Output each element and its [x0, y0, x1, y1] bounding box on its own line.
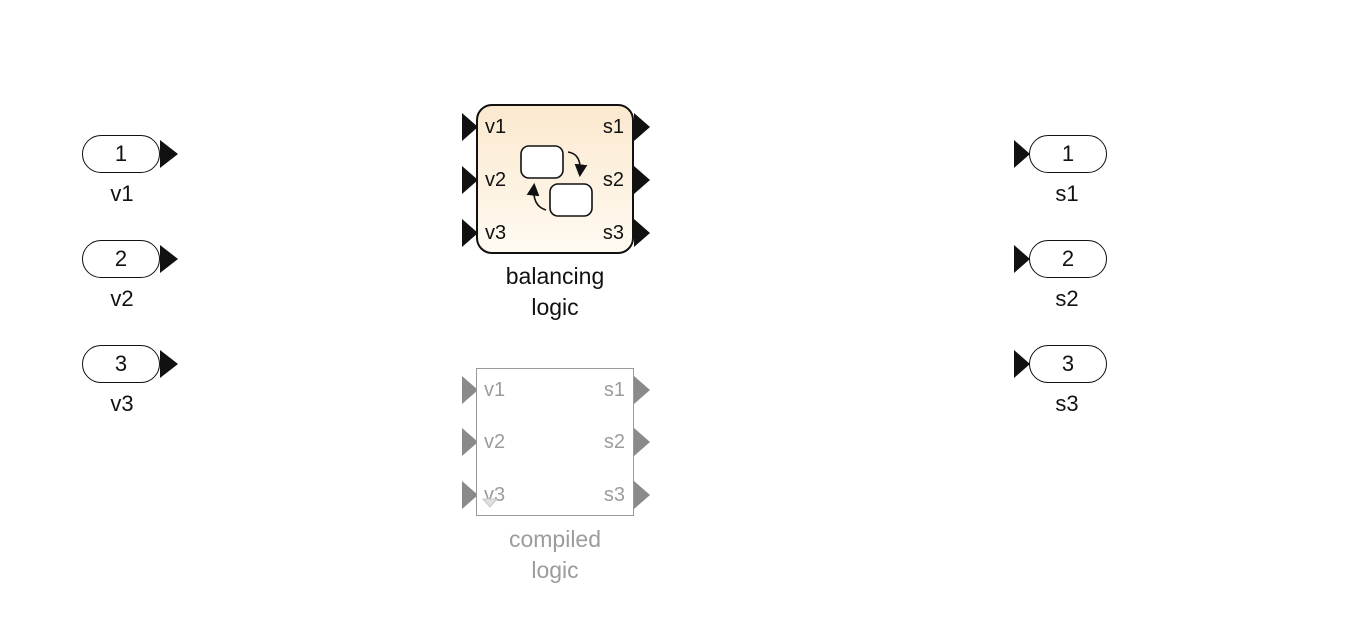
- output-arrow-icon[interactable]: [634, 428, 650, 456]
- caption-line: balancing: [505, 263, 605, 289]
- output-arrow-icon[interactable]: [634, 481, 650, 509]
- outport-label: s1: [1055, 181, 1079, 206]
- outport-number: 3: [1029, 345, 1107, 383]
- output-arrow-icon: [160, 350, 178, 378]
- inport-number: 1: [82, 135, 160, 173]
- outport-number: 1: [1029, 135, 1107, 173]
- input-port-label: v1: [484, 379, 506, 401]
- compiled-logic-block[interactable]: v1 v2 v3 s1 s2 s3: [476, 368, 634, 516]
- input-arrow-icon: [1014, 140, 1030, 168]
- input-arrow-icon: [1014, 350, 1030, 378]
- output-port-label: s1: [602, 116, 624, 138]
- inport-label: v1: [110, 181, 134, 206]
- inport-label: v2: [110, 286, 134, 311]
- output-port-label: s2: [602, 169, 624, 191]
- caption-line: logic: [531, 294, 579, 320]
- output-port-label: s2: [603, 431, 625, 453]
- output-port-label: s3: [602, 222, 624, 244]
- output-arrow-icon[interactable]: [634, 219, 650, 247]
- input-arrow-icon[interactable]: [462, 219, 478, 247]
- input-port-label: v2: [484, 431, 506, 453]
- inport-label: v3: [110, 391, 134, 416]
- block-caption: compiled logic: [455, 524, 655, 586]
- input-port-label: v1: [485, 116, 507, 138]
- input-arrow-icon[interactable]: [462, 481, 478, 509]
- inport-number: 2: [82, 240, 160, 278]
- balancing-logic-block[interactable]: v1 v2 v3 s1 s2 s3: [476, 104, 634, 254]
- output-arrow-icon: [160, 140, 178, 168]
- outport-label: s3: [1055, 391, 1079, 416]
- input-arrow-icon[interactable]: [462, 113, 478, 141]
- block-caption: balancing logic: [455, 261, 655, 323]
- output-arrow-icon[interactable]: [634, 376, 650, 404]
- output-arrow-icon: [160, 245, 178, 273]
- link-badge-icon: [481, 498, 499, 508]
- caption-line: logic: [531, 557, 579, 583]
- input-port-label: v2: [485, 169, 507, 191]
- caption-line: compiled: [508, 526, 602, 552]
- outport-number: 2: [1029, 240, 1107, 278]
- outport-label: s2: [1055, 286, 1079, 311]
- output-arrow-icon[interactable]: [634, 166, 650, 194]
- input-arrow-icon[interactable]: [462, 428, 478, 456]
- input-arrow-icon[interactable]: [462, 376, 478, 404]
- input-arrow-icon[interactable]: [462, 166, 478, 194]
- output-arrow-icon[interactable]: [634, 113, 650, 141]
- input-arrow-icon: [1014, 245, 1030, 273]
- output-port-label: s1: [603, 379, 625, 401]
- stateflow-chart-icon: [520, 145, 593, 217]
- input-port-label: v3: [485, 222, 507, 244]
- output-port-label: s3: [603, 484, 625, 506]
- inport-number: 3: [82, 345, 160, 383]
